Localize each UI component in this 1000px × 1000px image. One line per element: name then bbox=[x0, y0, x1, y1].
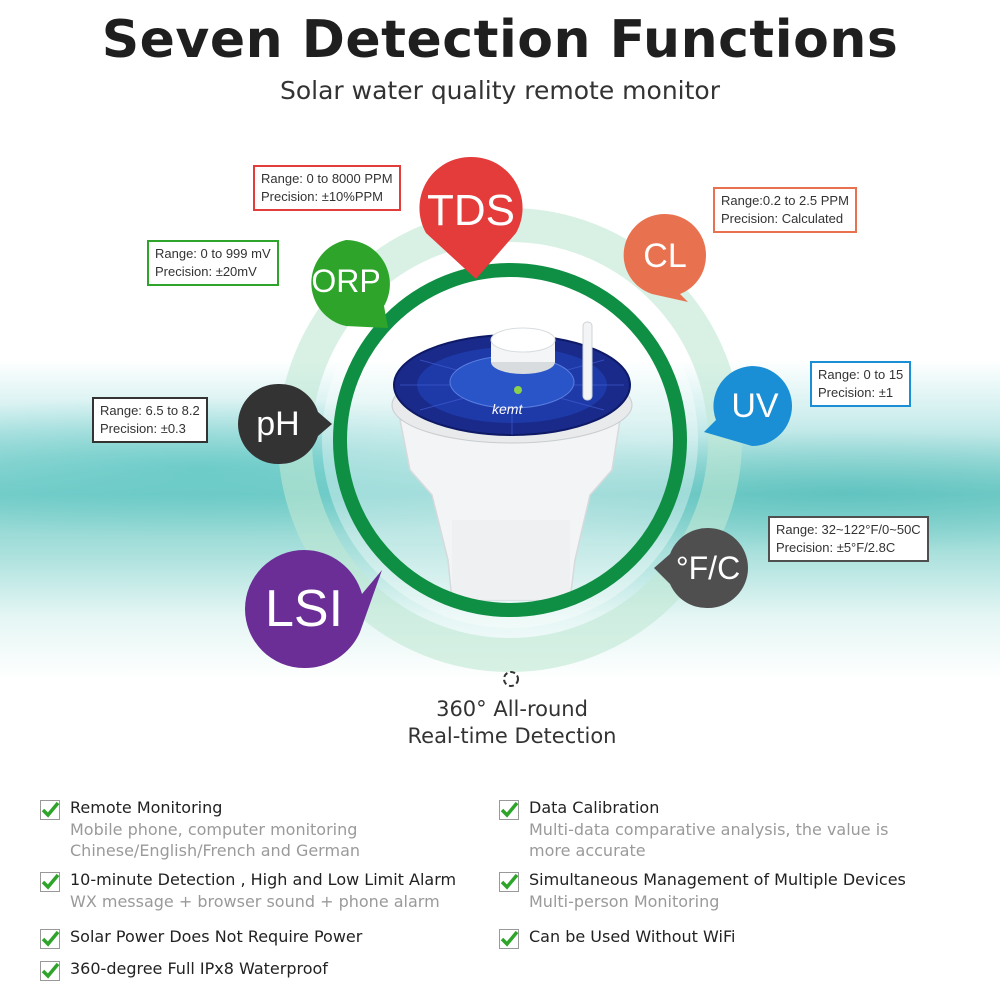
temperature-range: Range: 32~122°F/0~50C bbox=[776, 522, 921, 537]
cl-label: CL bbox=[643, 236, 687, 275]
teardrop-shape bbox=[704, 366, 792, 446]
lsi-bubble: LSI bbox=[240, 548, 384, 670]
temperature-label: °F/C bbox=[675, 549, 741, 586]
orp-spec-box: Range: 0 to 999 mV Precision: ±20mV bbox=[147, 240, 279, 286]
ph-precision: Precision: ±0.3 bbox=[100, 421, 186, 436]
teardrop-shape bbox=[245, 549, 382, 669]
orp-bubble: ORP bbox=[300, 238, 392, 330]
feature-title: 10-minute Detection , High and Low Limit… bbox=[70, 870, 457, 889]
teardrop-shape bbox=[654, 527, 748, 609]
svg-text:kemt: kemt bbox=[492, 401, 523, 417]
ph-label: pH bbox=[256, 404, 300, 443]
feature-title: Can be Used Without WiFi bbox=[529, 927, 736, 946]
tds-precision: Precision: ±10%PPM bbox=[261, 189, 384, 204]
tds-label: TDS bbox=[427, 186, 515, 235]
uv-precision: Precision: ±1 bbox=[818, 385, 894, 400]
teardrop-shape bbox=[419, 156, 523, 279]
uv-spec-box: Range: 0 to 15 Precision: ±1 bbox=[810, 361, 912, 407]
detection-line-1: 360° All-round bbox=[436, 697, 588, 721]
checkmark-icon bbox=[499, 929, 519, 949]
tds-spec-box: Range: 0 to 8000 PPM Precision: ±10%PPM bbox=[253, 165, 401, 211]
feature-title: Solar Power Does Not Require Power bbox=[70, 927, 363, 946]
checkmark-icon bbox=[40, 800, 60, 820]
uv-label: UV bbox=[731, 386, 779, 425]
feature-title: Remote Monitoring bbox=[70, 798, 223, 817]
temperature-bubble: °F/C bbox=[652, 526, 750, 610]
cl-spec-box: Range:0.2 to 2.5 PPM Precision: Calculat… bbox=[713, 187, 857, 233]
orp-precision: Precision: ±20mV bbox=[155, 264, 257, 279]
detection-caption: 360° All-round Real-time Detection bbox=[362, 696, 662, 750]
feature-title: Data Calibration bbox=[529, 798, 660, 817]
feature-description: Multi-person Monitoring bbox=[529, 892, 720, 911]
checkmark-icon bbox=[40, 929, 60, 949]
orp-label: ORP bbox=[311, 262, 381, 299]
uv-range: Range: 0 to 15 bbox=[818, 367, 904, 382]
rotate-360-icon bbox=[503, 671, 519, 687]
orp-range: Range: 0 to 999 mV bbox=[155, 246, 271, 261]
tds-bubble: TDS bbox=[418, 155, 524, 281]
cl-precision: Precision: Calculated bbox=[721, 211, 844, 226]
page-subtitle: Solar water quality remote monitor bbox=[279, 76, 720, 105]
checkmark-icon bbox=[40, 872, 60, 892]
feature-title: 360-degree Full IPx8 Waterproof bbox=[70, 959, 328, 978]
checkmark-icon bbox=[40, 961, 60, 981]
ph-spec-box: Range: 6.5 to 8.2 Precision: ±0.3 bbox=[92, 397, 208, 443]
lsi-label: LSI bbox=[264, 580, 344, 638]
feature-description: Multi-data comparative analysis, the val… bbox=[529, 820, 889, 860]
temperature-precision: Precision: ±5°F/2.8C bbox=[776, 540, 896, 555]
teardrop-shape bbox=[311, 240, 390, 328]
cl-bubble: CL bbox=[622, 212, 708, 304]
tds-range: Range: 0 to 8000 PPM bbox=[261, 171, 393, 186]
ph-bubble: pH bbox=[236, 382, 334, 466]
checkmark-icon bbox=[499, 800, 519, 820]
cl-range: Range:0.2 to 2.5 PPM bbox=[721, 193, 849, 208]
feature-title: Simultaneous Management of Multiple Devi… bbox=[529, 870, 906, 889]
feature-description: WX message + browser sound + phone alarm bbox=[70, 892, 440, 911]
teardrop-shape bbox=[623, 213, 707, 302]
uv-bubble: UV bbox=[702, 364, 794, 448]
teardrop-shape bbox=[238, 383, 332, 465]
detection-line-2: Real-time Detection bbox=[407, 724, 617, 748]
ph-range: Range: 6.5 to 8.2 bbox=[100, 403, 200, 418]
page-title: Seven Detection Functions bbox=[101, 10, 899, 70]
temperature-spec-box: Range: 32~122°F/0~50C Precision: ±5°F/2.… bbox=[768, 516, 929, 562]
checkmark-icon bbox=[499, 872, 519, 892]
